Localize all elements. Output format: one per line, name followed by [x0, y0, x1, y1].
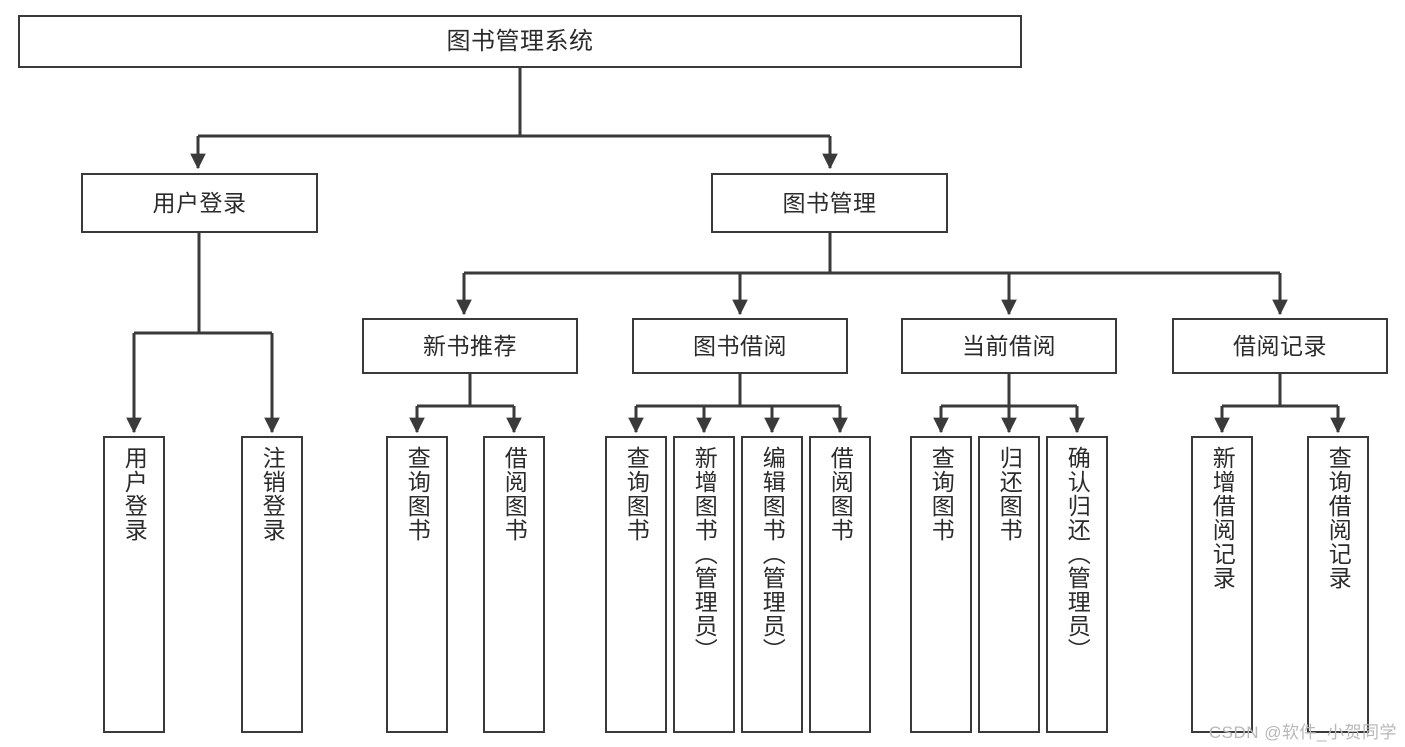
node-leaf-5[interactable]: 查询图书	[605, 436, 667, 733]
node-leaf-4[interactable]: 借阅图书	[483, 436, 545, 733]
node-leaf-12-label: 新增借阅记录	[1209, 446, 1236, 590]
node-leaf-5-label: 查询图书	[623, 446, 650, 542]
node-leaf-1-label: 用户登录	[121, 446, 148, 542]
node-leaf-12[interactable]: 新增借阅记录	[1191, 436, 1253, 733]
node-login[interactable]: 用户登录	[81, 173, 318, 233]
node-current-label: 当前借阅	[962, 332, 1056, 359]
node-borrow-label: 图书借阅	[693, 332, 787, 359]
node-leaf-6-label: 新增图书（管理员）	[691, 446, 718, 662]
node-leaf-13[interactable]: 查询借阅记录	[1307, 436, 1369, 733]
node-leaf-9-label: 查询图书	[928, 446, 955, 542]
node-leaf-3[interactable]: 查询图书	[386, 436, 448, 733]
node-bookmgmt[interactable]: 图书管理	[711, 173, 948, 233]
node-login-label: 用户登录	[152, 189, 247, 216]
node-current[interactable]: 当前借阅	[901, 318, 1117, 374]
node-leaf-2[interactable]: 注销登录	[241, 436, 303, 733]
node-newbook-label: 新书推荐	[423, 332, 517, 359]
node-leaf-4-label: 借阅图书	[501, 446, 528, 542]
node-borrow[interactable]: 图书借阅	[632, 318, 848, 374]
csdn-watermark: CSDN @软件_小贺同学	[1208, 723, 1397, 742]
node-leaf-10[interactable]: 归还图书	[978, 436, 1040, 733]
node-leaf-9[interactable]: 查询图书	[910, 436, 972, 733]
node-leaf-11-label: 确认归还（管理员）	[1064, 446, 1091, 662]
node-bookmgmt-label: 图书管理	[782, 189, 877, 216]
node-leaf-10-label: 归还图书	[996, 446, 1023, 542]
node-leaf-3-label: 查询图书	[404, 446, 431, 542]
node-leaf-7[interactable]: 编辑图书（管理员）	[741, 436, 803, 733]
node-leaf-1[interactable]: 用户登录	[103, 436, 165, 733]
node-leaf-11[interactable]: 确认归还（管理员）	[1046, 436, 1108, 733]
node-leaf-8-label: 借阅图书	[827, 446, 854, 542]
node-leaf-13-label: 查询借阅记录	[1325, 446, 1352, 590]
node-root-label: 图书管理系统	[446, 27, 594, 55]
node-newbook[interactable]: 新书推荐	[362, 318, 578, 374]
node-leaf-2-label: 注销登录	[259, 446, 286, 542]
node-leaf-8[interactable]: 借阅图书	[809, 436, 871, 733]
node-leaf-6[interactable]: 新增图书（管理员）	[673, 436, 735, 733]
node-leaf-7-label: 编辑图书（管理员）	[759, 446, 786, 662]
node-records[interactable]: 借阅记录	[1172, 318, 1388, 374]
node-records-label: 借阅记录	[1233, 332, 1327, 359]
node-root[interactable]: 图书管理系统	[18, 15, 1022, 68]
